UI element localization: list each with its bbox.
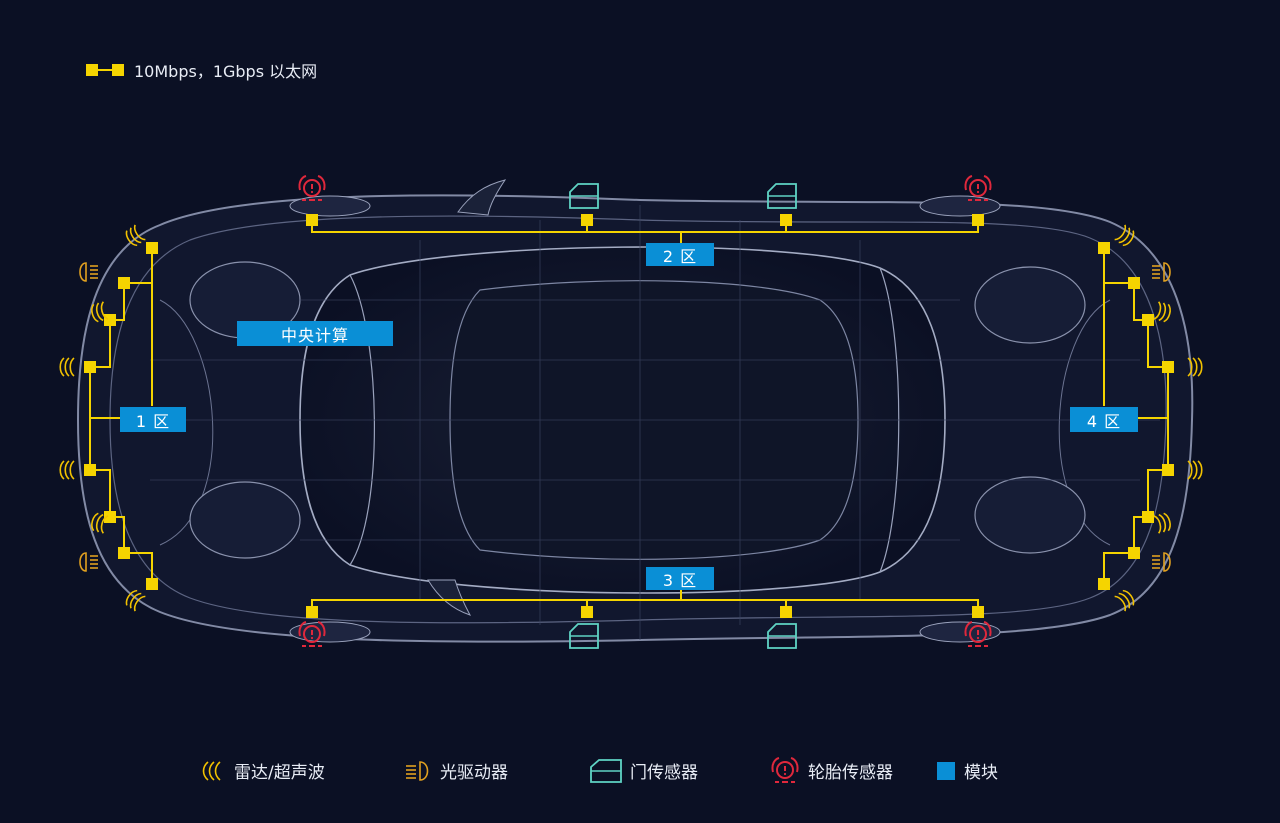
tire-sensor-icon (964, 621, 992, 647)
radar-icon (59, 357, 75, 377)
module-square-icon (937, 761, 955, 780)
legend-light: 光驱动器 (404, 758, 508, 783)
legend-radar-label: 雷达/超声波 (234, 763, 325, 783)
module-node (1162, 464, 1174, 476)
legend-light-label: 光驱动器 (440, 763, 508, 783)
light-driver-icon (79, 552, 99, 572)
module-node (1142, 314, 1154, 326)
legend-module: 模块 (936, 758, 998, 783)
module-node (780, 214, 792, 226)
module-node (1162, 361, 1174, 373)
radar-icon (59, 460, 75, 480)
ethernet-legend-label: 10Mbps，1Gbps 以太网 (134, 62, 318, 81)
zone-1-label: 1 区 (135, 411, 171, 431)
door-sensor-icon (767, 183, 797, 209)
radar-icon (89, 511, 109, 535)
ethernet-link-icon (86, 64, 124, 76)
tire-sensor-icon (298, 175, 326, 201)
zone-2-label: 2 区 (662, 246, 698, 266)
zone-2-box: 2 区 (646, 243, 714, 266)
legend-tire-label: 轮胎传感器 (808, 762, 893, 783)
central-compute-box: 中央计算 (237, 321, 393, 346)
module-node (1098, 242, 1110, 254)
radar-icon (122, 224, 147, 249)
zone-3-label: 3 区 (662, 570, 698, 590)
module-nodes (84, 214, 1174, 618)
module-node (780, 606, 792, 618)
module-node (581, 214, 593, 226)
light-driver-icon (1151, 262, 1171, 282)
zone-1-box: 1 区 (120, 407, 186, 432)
module-node (118, 277, 130, 289)
radar-icon (1153, 511, 1173, 535)
radar-icon (122, 587, 147, 612)
module-node (306, 606, 318, 618)
zone-4-label: 4 区 (1086, 411, 1122, 431)
tire-sensor-icon (298, 621, 326, 647)
module-node (306, 214, 318, 226)
module-node (146, 578, 158, 590)
door-sensor-icon (569, 623, 599, 649)
module-node (84, 361, 96, 373)
door-sensor-icon (569, 183, 599, 209)
legend-door: 门传感器 (590, 758, 698, 783)
zone-4-box: 4 区 (1070, 407, 1138, 432)
module-node (146, 242, 158, 254)
module-node (118, 547, 130, 559)
radar-icon (1153, 300, 1173, 324)
module-node (581, 606, 593, 618)
module-node (104, 314, 116, 326)
light-driver-icon (1151, 552, 1171, 572)
light-driver-icon (406, 760, 429, 781)
radar-icon (1187, 357, 1203, 377)
radar-icon (202, 760, 221, 781)
radar-icon (1113, 587, 1138, 612)
legend-door-label: 门传感器 (630, 763, 698, 783)
module-node (1142, 511, 1154, 523)
module-node (972, 606, 984, 618)
light-driver-icon (79, 262, 99, 282)
door-sensor-icon (590, 758, 622, 783)
legend-tire: 轮胎传感器 (770, 756, 893, 784)
module-node (84, 464, 96, 476)
module-node (104, 511, 116, 523)
radar-icon (1113, 224, 1138, 249)
ethernet-legend: 10Mbps，1Gbps 以太网 (86, 58, 317, 82)
module-node (1098, 578, 1110, 590)
legend-module-label: 模块 (964, 763, 998, 783)
module-node (972, 214, 984, 226)
tire-sensor-icon (964, 175, 992, 201)
tire-sensor-icon (771, 757, 799, 783)
module-node (1128, 277, 1140, 289)
radar-icon (89, 300, 109, 324)
central-compute-label: 中央计算 (280, 325, 349, 345)
legend-radar: 雷达/超声波 (202, 758, 325, 783)
door-sensor-icon (767, 623, 797, 649)
zone-3-box: 3 区 (646, 567, 714, 590)
bottom-legend: 雷达/超声波 光驱动器 门传感器 (0, 756, 1280, 786)
module-node (1128, 547, 1140, 559)
radar-icon (1187, 460, 1203, 480)
